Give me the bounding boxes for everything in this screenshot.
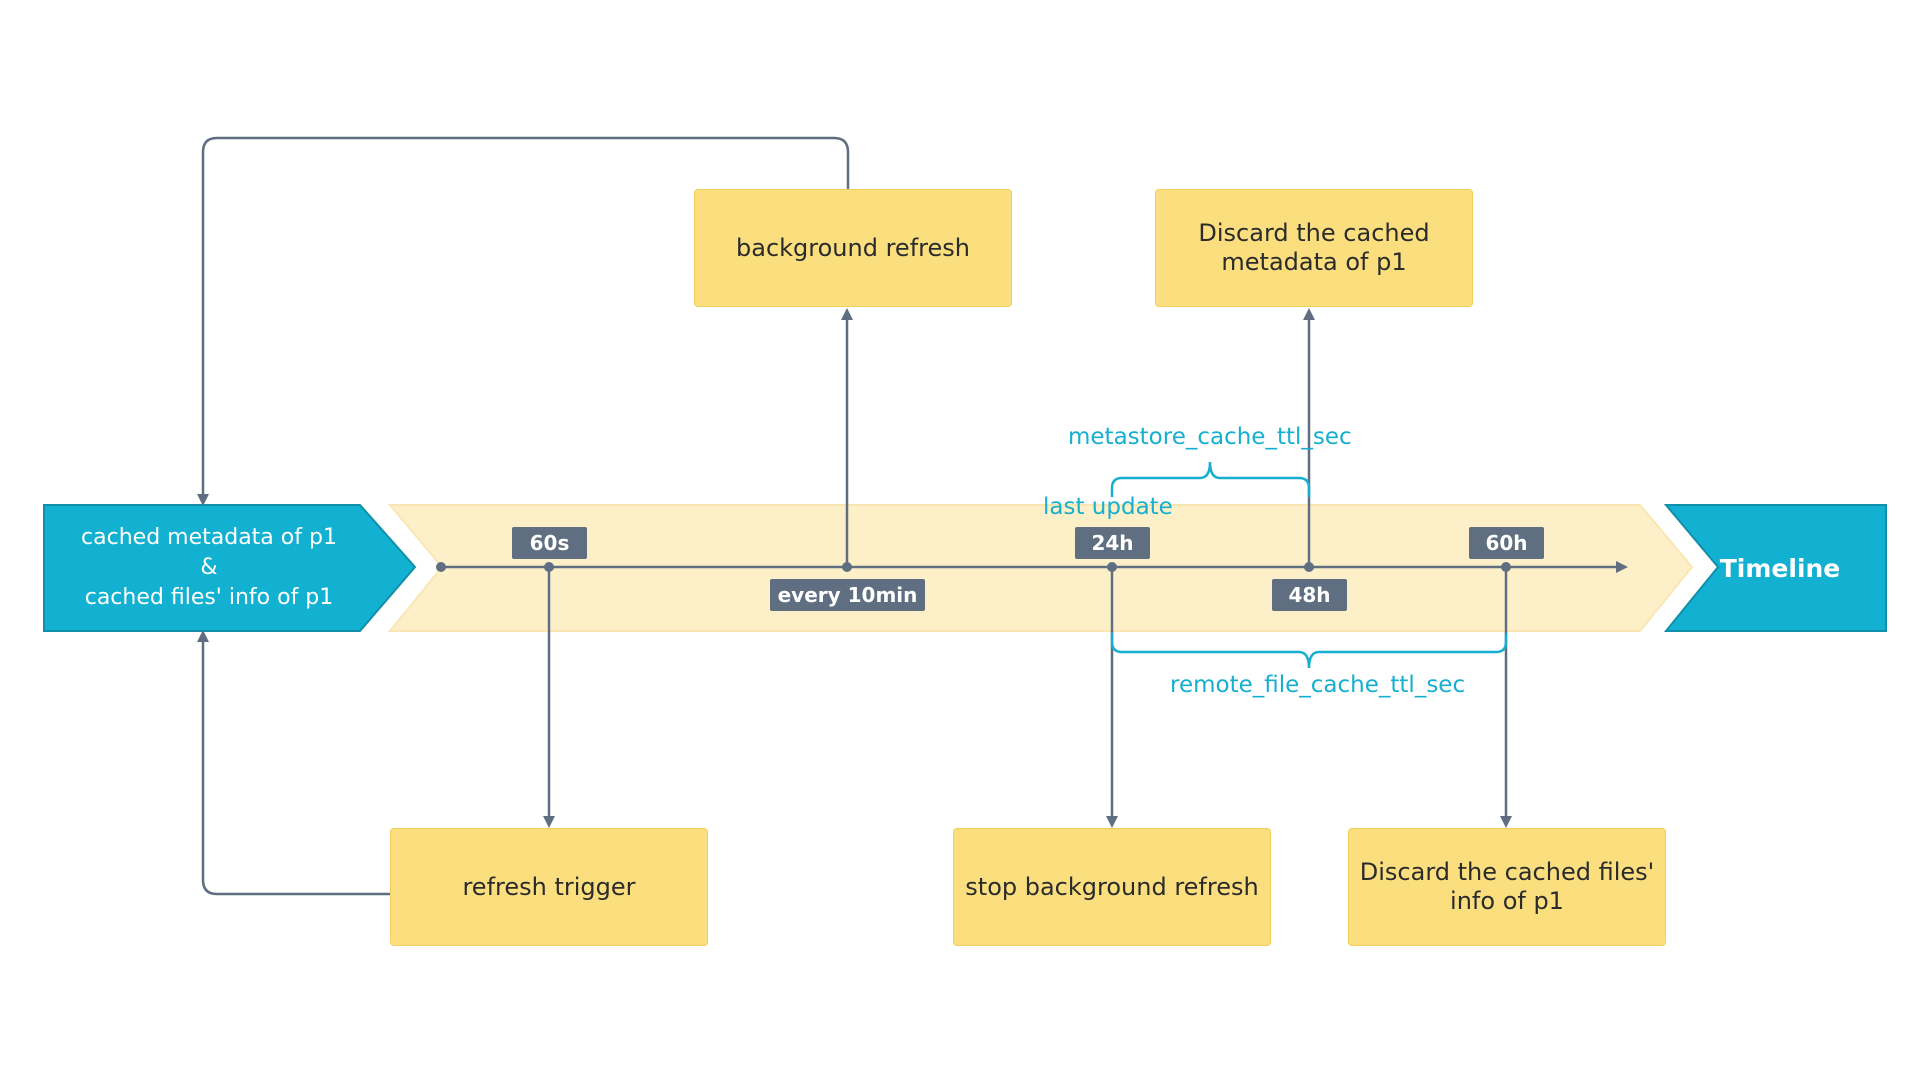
refresh-trigger-text: refresh trigger [462, 872, 636, 901]
cached-data-line-2: & [200, 555, 218, 580]
refresh-trigger-box: refresh trigger [390, 828, 708, 946]
refresh-trigger-loop-arrow [197, 630, 390, 896]
remote-file-ttl-brace [1110, 633, 1508, 669]
tag-24h: 24h [1075, 527, 1150, 559]
cached-data-line-3: cached files' info of p1 [84, 585, 334, 610]
discard-files-box: Discard the cached files' info of p1 [1348, 828, 1666, 946]
timeline-label: Timeline [1719, 553, 1841, 583]
last-update-label: last update [1043, 494, 1173, 520]
stop-background-refresh-text: stop background refresh [965, 872, 1259, 901]
background-refresh-loop-arrow [197, 136, 850, 506]
discard-metadata-text: Discard the cached metadata of p1 [1198, 219, 1430, 276]
metastore-ttl-label: metastore_cache_ttl_sec [1068, 424, 1352, 450]
cached-data-line-1: cached metadata of p1 [81, 525, 337, 550]
cached-data-block [43, 504, 417, 632]
stop-background-refresh-box: stop background refresh [953, 828, 1271, 946]
remote-file-ttl-label: remote_file_cache_ttl_sec [1170, 672, 1466, 698]
metastore-ttl-brace [1110, 461, 1311, 497]
discard-files-text: Discard the cached files' info of p1 [1359, 858, 1655, 915]
discard-metadata-box: Discard the cached metadata of p1 [1155, 189, 1473, 307]
tag-60s: 60s [512, 527, 587, 559]
cached-data-label: cached metadata of p1 & cached files' in… [44, 505, 374, 631]
timeline-start-dot [436, 562, 446, 572]
timeline-block [1663, 504, 1887, 632]
background-refresh-text: background refresh [736, 233, 970, 262]
tag-60h: 60h [1469, 527, 1544, 559]
tag-48h: 48h [1272, 579, 1347, 611]
background-refresh-box: background refresh [694, 189, 1012, 307]
tag-every-10min: every 10min [770, 579, 925, 611]
